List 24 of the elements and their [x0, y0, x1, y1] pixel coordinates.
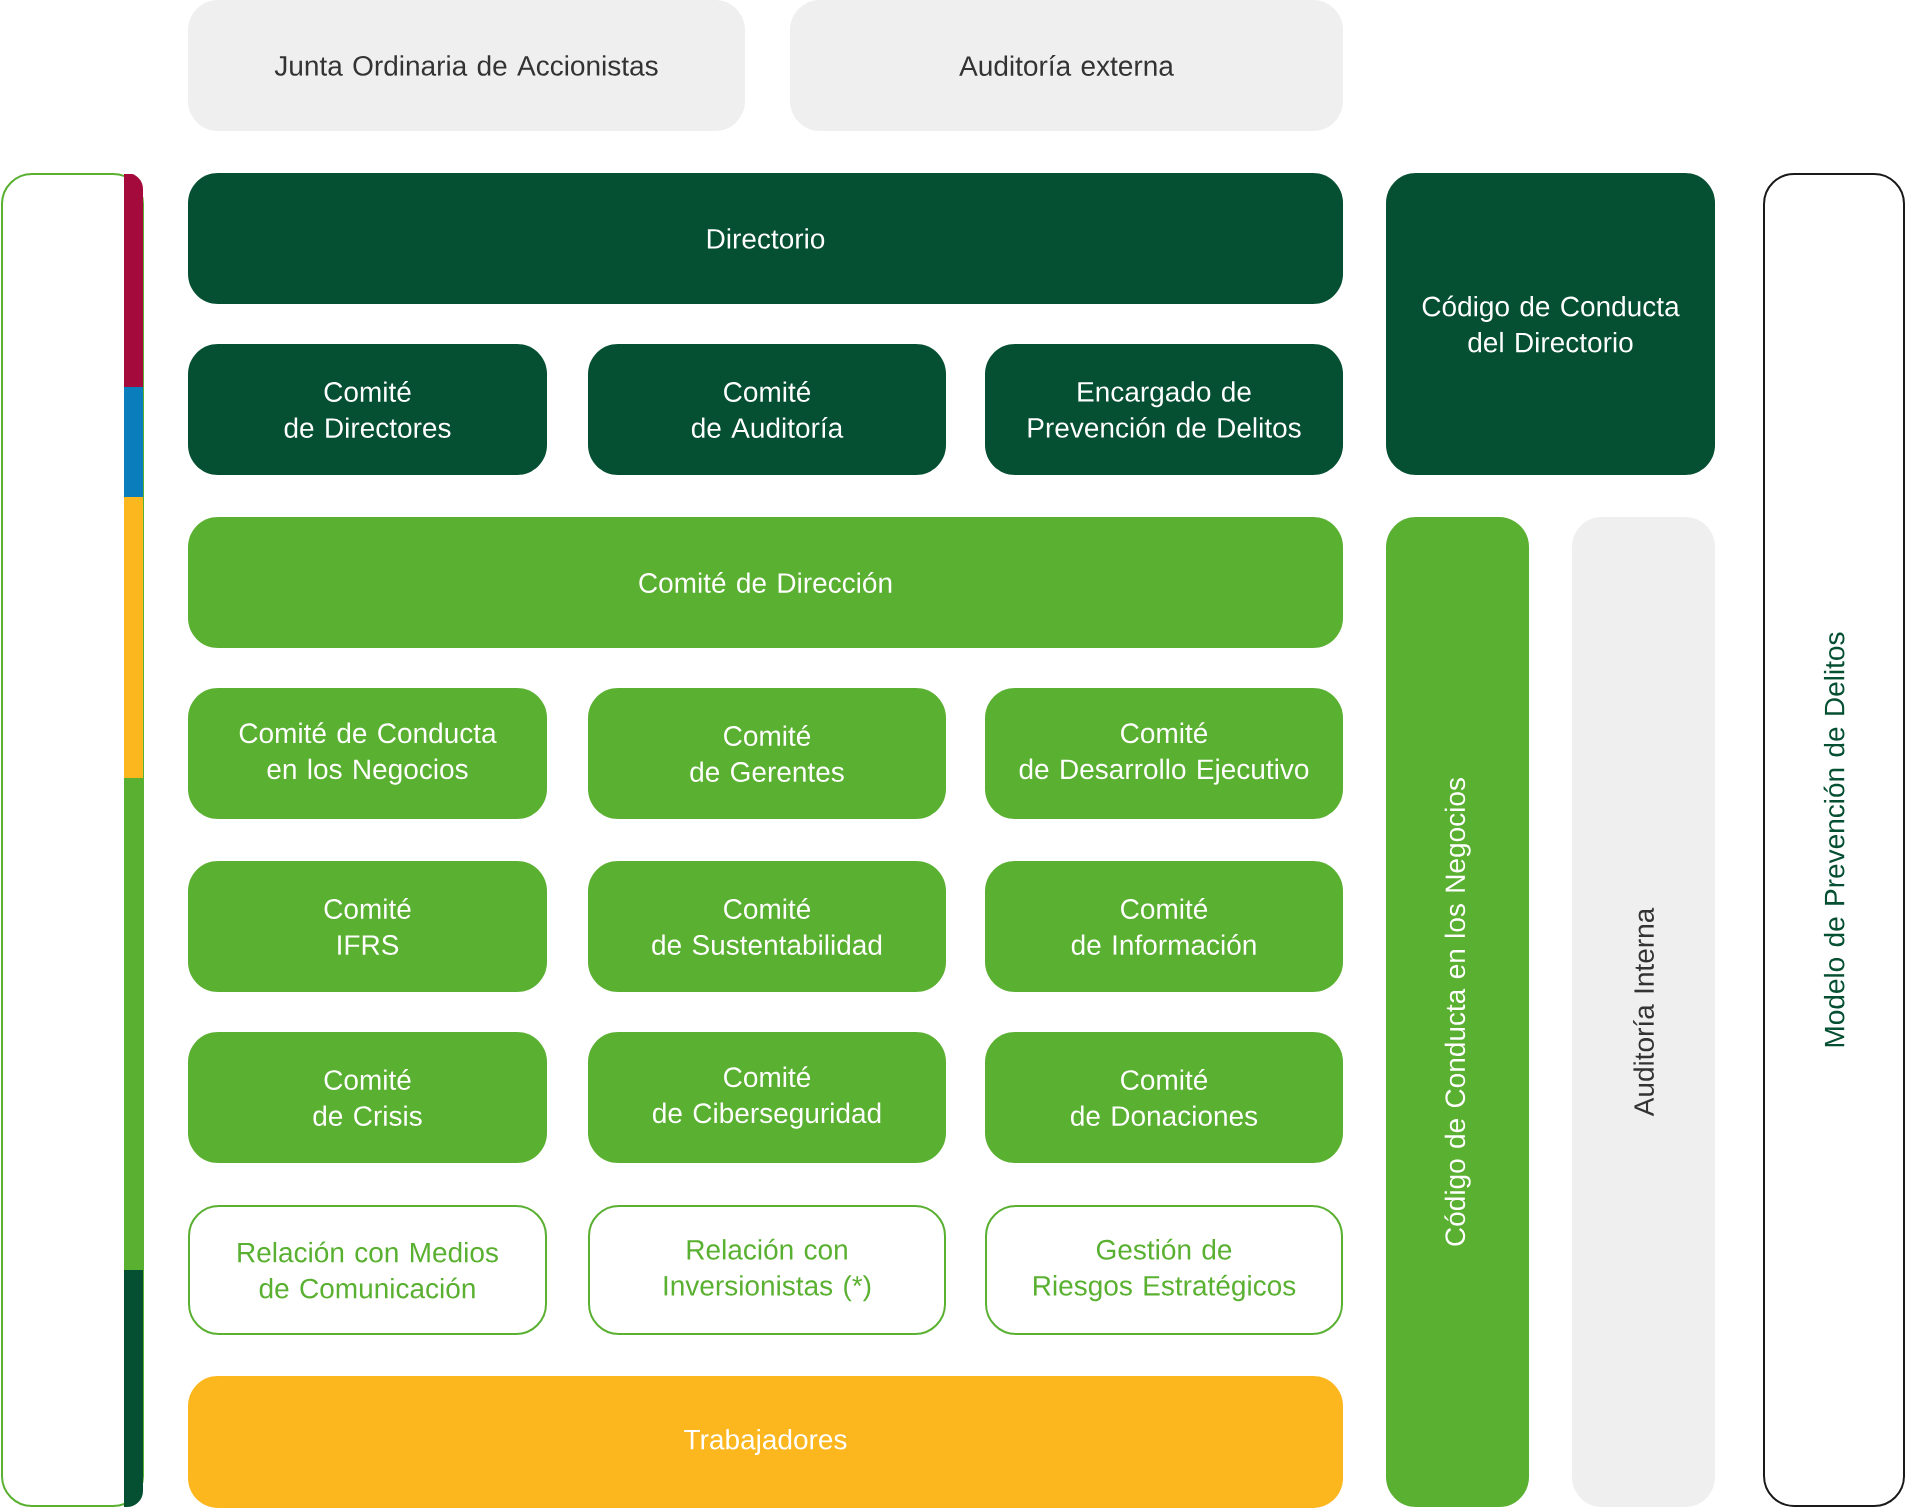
committee-box: Comité de Crisis: [188, 1032, 547, 1163]
committee-box: Comité de Desarrollo Ejecutivo: [985, 688, 1343, 819]
committee-box: Comité de Sustentabilidad: [588, 861, 946, 992]
board-box: Comité de Directores: [188, 344, 547, 475]
committee-box: Comité de Donaciones: [985, 1032, 1343, 1163]
board-box: Comité de Auditoría: [588, 344, 946, 475]
vertical-band: Auditoría Interna: [1572, 517, 1715, 1507]
header-box: Auditoría externa: [790, 0, 1343, 131]
committee-box: Comité de Gerentes: [588, 688, 946, 819]
header-box: Junta Ordinaria de Accionistas: [188, 0, 745, 131]
committee-box: Comité de Conducta en los Negocios: [188, 688, 547, 819]
outlined-box: Relación con Medios de Comunicación: [188, 1205, 547, 1335]
outlined-box: Relación con Inversionistas (*): [588, 1205, 946, 1335]
committee-box: Comité IFRS: [188, 861, 547, 992]
board-box: Directorio: [188, 173, 1343, 304]
board-box: Código de Conducta del Directorio: [1386, 173, 1715, 475]
committee-box: Comité de Dirección: [188, 517, 1343, 648]
vertical-band: Código de Conducta en los Negocios: [1386, 517, 1529, 1507]
committee-box: Comité de Información: [985, 861, 1343, 992]
workers-bar: Trabajadores: [188, 1376, 1343, 1508]
outlined-box: Gestión de Riesgos Estratégicos: [985, 1205, 1343, 1335]
board-box: Encargado de Prevención de Delitos: [985, 344, 1343, 475]
committee-box: Comité de Ciberseguridad: [588, 1032, 946, 1163]
side-panel: Modelo de Prevención de Delitos: [1763, 173, 1905, 1507]
